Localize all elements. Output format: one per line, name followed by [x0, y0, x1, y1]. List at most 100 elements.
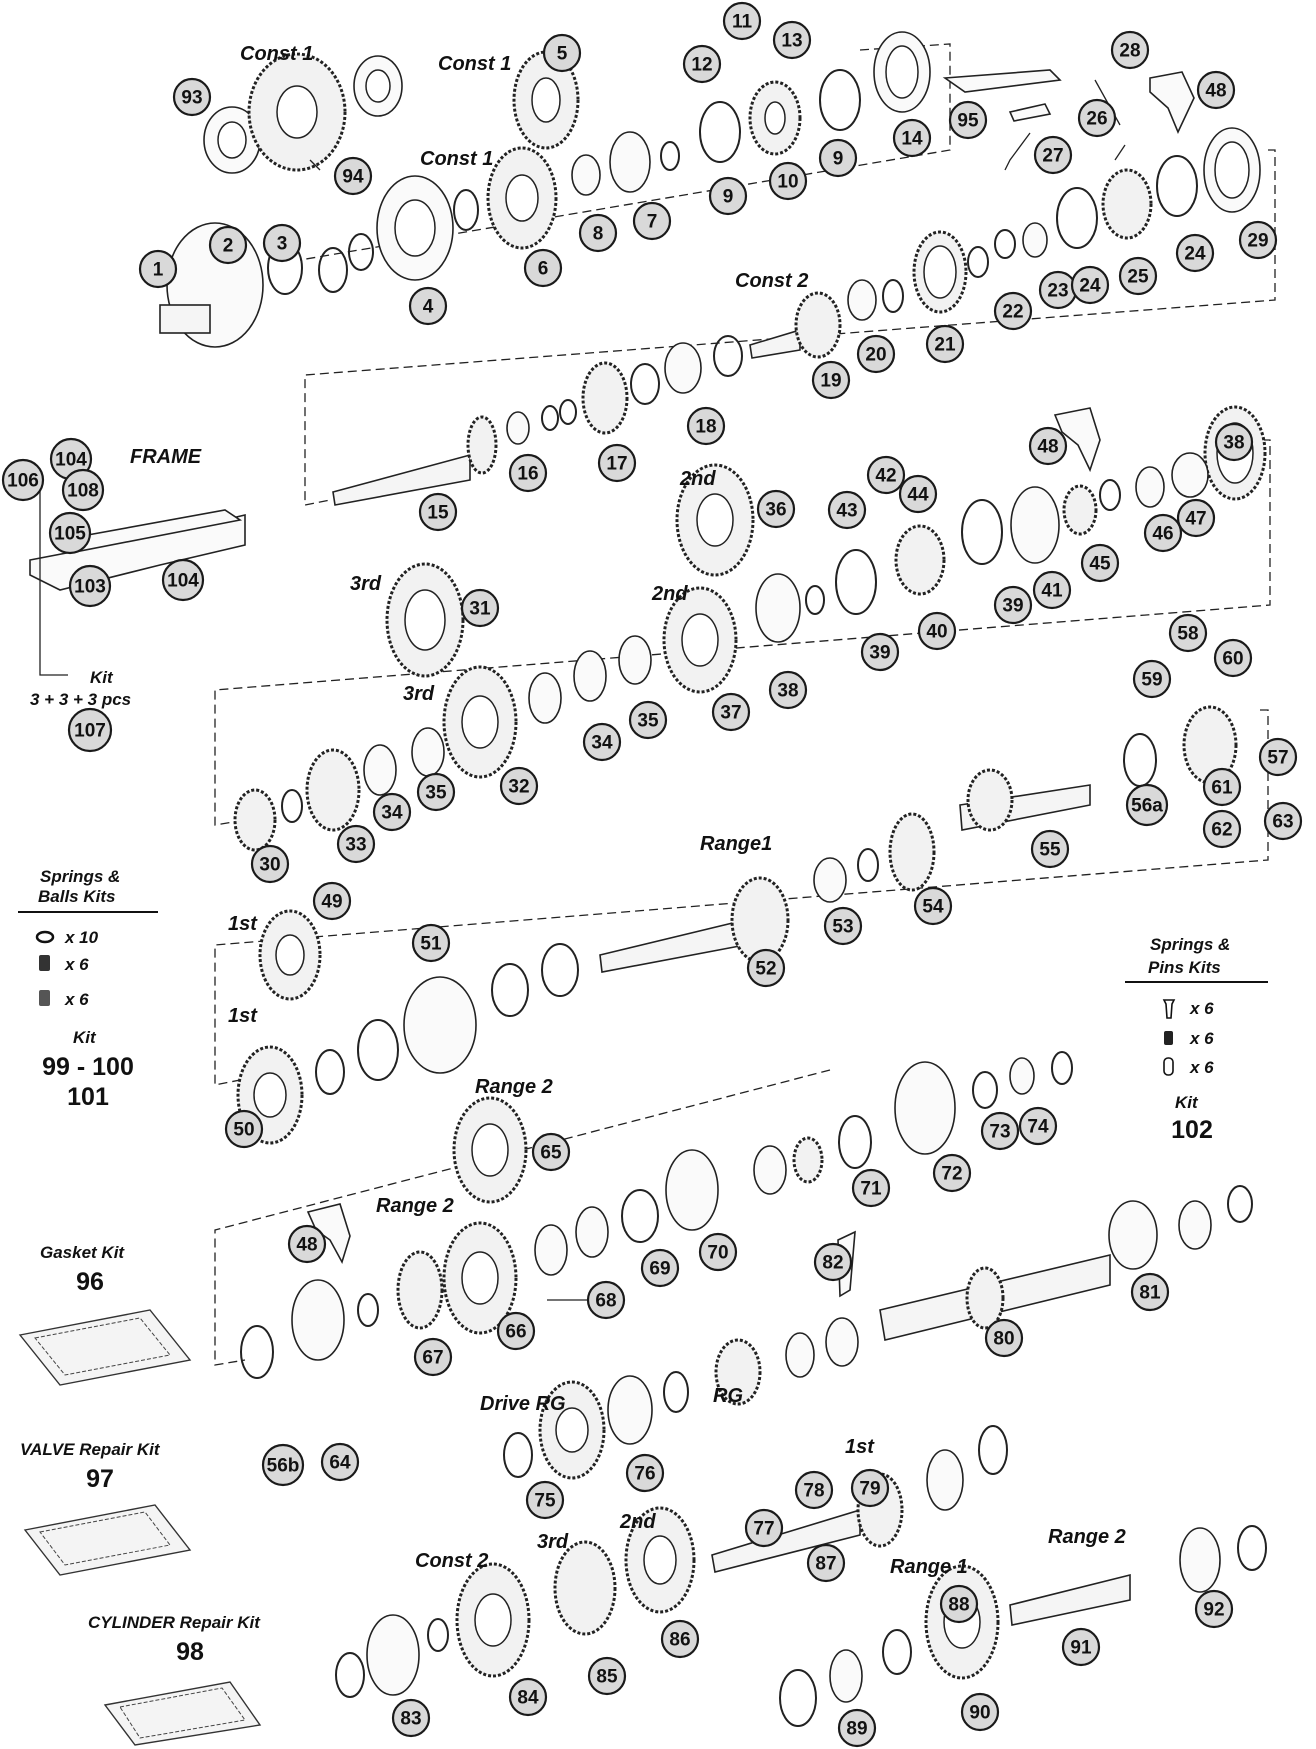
part-number-bubble: 75 — [525, 1480, 565, 1520]
part-number-bubble: 93 — [172, 77, 212, 117]
part-number-text: 58 — [1177, 624, 1198, 645]
part-number-bubble: 48 — [1196, 70, 1236, 110]
part-number-bubble: 56a — [1125, 783, 1169, 827]
part-number-text: 60 — [1222, 649, 1243, 670]
kit-gasket: Gasket Kit 96 — [18, 1243, 192, 1386]
part-number-text: 7 — [647, 212, 658, 233]
springs-balls-qty-2: x 6 — [64, 955, 89, 974]
part-81-bearing — [1108, 1185, 1253, 1270]
part-9-ring — [699, 69, 861, 163]
part-number-bubble: 87 — [806, 1543, 846, 1583]
part-number-bubble: 9 — [708, 176, 748, 216]
kit-frame-desc: 3 + 3 + 3 pcs — [30, 690, 131, 709]
springs-pins-qty-2: x 6 — [1189, 1029, 1214, 1048]
part-number-text: 3 — [277, 234, 288, 255]
springs-balls-qty-1: x 10 — [64, 928, 99, 947]
part-number-bubble: 70 — [698, 1232, 738, 1272]
part-number-bubble: 2 — [208, 225, 248, 265]
part-number-bubble: 5 — [542, 33, 582, 73]
springs-pins-title-1: Springs & — [1150, 935, 1230, 954]
part-number-bubble: 1 — [138, 249, 178, 289]
part-number-text: 17 — [606, 454, 627, 475]
part-number-text: 55 — [1039, 840, 1061, 861]
part-15-shaft — [332, 415, 498, 506]
part-number-text: 31 — [469, 599, 491, 620]
part-22-23 — [967, 222, 1048, 278]
part-number-bubble: 28 — [1110, 30, 1150, 70]
part-number-text: 8 — [593, 224, 604, 245]
part-number-bubble: 63 — [1263, 801, 1303, 841]
part-number-text: 27 — [1042, 146, 1063, 167]
part-number-text: 6 — [538, 259, 549, 280]
part-number-bubble: 76 — [625, 1453, 665, 1493]
part-number-text: 64 — [329, 1453, 351, 1474]
label-second-c: 2nd — [619, 1511, 656, 1533]
part-number-text: 48 — [1037, 437, 1058, 458]
part-number-text: 57 — [1267, 748, 1288, 769]
part-number-bubble: 90 — [960, 1692, 1000, 1732]
part-number-bubble: 59 — [1132, 659, 1172, 699]
part-number-text: 33 — [345, 835, 366, 856]
part-37-38 — [662, 573, 825, 694]
part-number-text: 92 — [1203, 1600, 1224, 1621]
part-53-54 — [813, 812, 936, 903]
part-number-bubble: 84 — [508, 1677, 548, 1717]
part-number-text: 70 — [707, 1243, 728, 1264]
part-number-bubble: 48 — [1028, 426, 1068, 466]
part-number-bubble: 54 — [913, 886, 953, 926]
part-55-57 — [959, 705, 1238, 832]
part-89-92 — [779, 1525, 1267, 1727]
part-number-text: 36 — [765, 500, 786, 521]
part-number-text: 108 — [67, 481, 99, 502]
part-number-text: 49 — [321, 892, 342, 913]
part-number-text: 104 — [55, 450, 87, 471]
cylinder-kit-title: CYLINDER Repair Kit — [88, 1613, 261, 1632]
part-88-bearing — [926, 1425, 1008, 1511]
part-64-67 — [240, 1250, 444, 1379]
label-const1-b: Const 1 — [438, 53, 511, 75]
part-number-text: 59 — [1141, 670, 1162, 691]
part-number-bubble: 24 — [1070, 265, 1110, 305]
part-number-bubble: 81 — [1130, 1272, 1170, 1312]
label-range1-a: Range1 — [700, 833, 772, 855]
part-number-bubble: 27 — [1033, 135, 1073, 175]
part-number-text: 106 — [7, 471, 39, 492]
part-number-bubble: 25 — [1118, 256, 1158, 296]
part-number-bubble: 4 — [408, 286, 448, 326]
part-number-bubble: 12 — [682, 44, 722, 84]
gasket-sheet-icon — [18, 1309, 192, 1386]
part-number-text: 48 — [296, 1235, 317, 1256]
part-number-text: 73 — [989, 1122, 1010, 1143]
part-6-gear — [486, 146, 558, 250]
part-number-text: 95 — [957, 111, 979, 132]
part-number-bubble: 79 — [850, 1468, 890, 1508]
part-number-text: 2 — [223, 236, 234, 257]
part-number-bubble: 15 — [418, 492, 458, 532]
part-number-text: 63 — [1272, 812, 1293, 833]
part-7-ring — [609, 131, 680, 193]
label-first-c: 1st — [845, 1436, 875, 1458]
kit-springs-pins: Springs & Pins Kits x 6 x 6 x 6 Kit 102 — [1125, 935, 1268, 1144]
part-65-gear — [452, 1096, 528, 1204]
part-52-shaft — [599, 876, 790, 973]
part-number-text: 39 — [1002, 596, 1023, 617]
label-third-b: 3rd — [403, 683, 435, 705]
part-number-text: 43 — [836, 501, 857, 522]
gasket-kit-number: 96 — [76, 1268, 104, 1296]
springs-balls-kit-1: 99 - 100 — [42, 1053, 134, 1081]
part-19-shaft — [749, 291, 842, 359]
part-number-text: 80 — [993, 1329, 1014, 1350]
part-number-bubble: 50 — [224, 1109, 264, 1149]
springs-pins-qty-1: x 6 — [1189, 999, 1214, 1018]
part-number-text: 78 — [803, 1481, 824, 1502]
spring-icon — [39, 955, 50, 971]
part-number-bubble: 3 — [262, 223, 302, 263]
part-number-bubble: 68 — [586, 1280, 626, 1320]
part-49-gear — [258, 909, 322, 1001]
part-number-text: 68 — [595, 1291, 616, 1312]
label-frame: FRAME — [130, 446, 202, 468]
valve-kit-number: 97 — [86, 1465, 114, 1493]
part-number-bubble: 43 — [827, 490, 867, 530]
part-83-86 — [335, 1506, 696, 1698]
